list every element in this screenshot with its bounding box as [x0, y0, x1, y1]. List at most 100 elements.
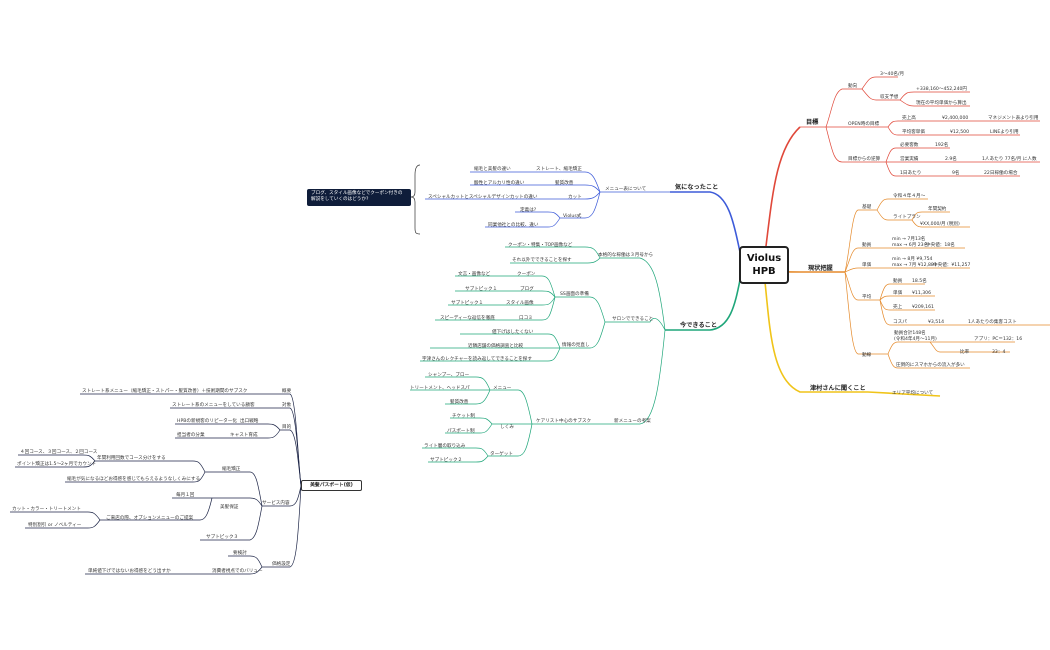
status-avg4n: 1人あたりの集客コスト [968, 318, 1017, 325]
cando-shikumi-a: チケット制 [452, 412, 475, 419]
cando-shikumi: しくみ [500, 424, 514, 430]
concern-m4: Violus式 [563, 212, 582, 219]
pass-shukumo: 縮毛矯正 [222, 465, 241, 472]
cando-info-b: 近隣店舗の価格調査と比較 [468, 342, 524, 349]
goal-need-v: 192名 [935, 141, 948, 148]
cando-coupon: クーポン [517, 270, 536, 277]
pass-overview: 概要 [282, 387, 292, 394]
ask-title: 津村さんに聞くこと [810, 384, 866, 392]
status-visit: 動員 [862, 241, 872, 248]
pass-bihatsu-a: 毎月１回 [176, 491, 195, 498]
pass-purpose: 目的 [282, 423, 292, 430]
cando-info-a: 値下げはしたくない [492, 328, 534, 335]
pass-shukumo-a2: ポイント矯正は1.5〜2ヶ月でカウント [17, 460, 96, 467]
pass-bihatsu-b: ご来店の際、オプションメニューのご提案 [106, 514, 194, 521]
goal-days-v: 2.9名 [945, 155, 957, 162]
cando-style-a: サブトピック１ [451, 299, 483, 306]
cando-menu-a: シャンプー、ブロー [428, 371, 470, 378]
goal-title: 目標 [806, 118, 819, 126]
goal-unit-v: ¥12,500 [950, 129, 969, 135]
status-visit-a: min → 7月13名 [892, 235, 925, 242]
goal-days: 営業実績 [900, 155, 919, 162]
goal-trend-b: 収支予想 [880, 93, 899, 100]
goal-unit-n: LINEより引用 [990, 128, 1019, 135]
concern-m4a: 定義は? [520, 206, 537, 213]
concern-m3a: スペシャルカットとスペシャルデザインカットの違い [428, 193, 538, 200]
status-avg4: コスパ [893, 319, 907, 325]
concern-m2a: 酸性とアルカリ性の違い [474, 179, 525, 186]
cando-salon: サロンでできること [612, 315, 653, 322]
cando-ss: SS画面の準備 [560, 290, 589, 297]
status-trend: 動線 [862, 351, 872, 358]
cando-shikumi-b: パスポート制 [447, 427, 475, 434]
status-title: 現状把握 [808, 264, 834, 272]
passport-node[interactable]: 美髪パスポート(仮) [301, 480, 362, 491]
pass-bihatsu: 美髪保証 [220, 503, 239, 510]
status-plan-b: ¥XX,000/月 (税別) [920, 220, 960, 227]
ask-item: エリア平均について [892, 389, 934, 396]
status-avg3v: ¥209,161 [912, 304, 934, 310]
cando-honkaku: 本格的な稼働は３月号から [598, 251, 653, 258]
goal-trend-a: 3〜40名/月 [880, 70, 904, 77]
pass-purpose-b: 担当者の分業 [177, 431, 205, 438]
cando-style: スタイル画像 [506, 299, 534, 306]
status-avg1: 動員 [893, 277, 903, 284]
status-trend-d: 比率 [960, 348, 970, 355]
cando-kuchi: 口コミ [519, 315, 533, 321]
concern-m3: カット [568, 194, 582, 200]
goal-perday-n: 22日稼働の場合 [984, 169, 1018, 176]
status-trend-c: アプリ：PC＝132：16 [974, 336, 1022, 342]
cando-target: ターゲット [490, 450, 513, 457]
status-price-a: min → 8月 ¥9,754 [892, 256, 933, 262]
pass-purpose-a: HPBの新規客のリピーター化 [177, 417, 237, 424]
pass-overview-a: ストレート系メニュー（縮毛矯正・ストパー・髪質改善）＋技術期間のサブスク [82, 387, 247, 394]
cando-newmenu: 新メニューの考案 [614, 417, 651, 424]
goal-sales: 売上高 [902, 114, 916, 121]
cando-target-b: サブトピック２ [430, 456, 462, 463]
goal-trend: 動向 [848, 82, 858, 89]
pass-price-a: 要検討 [233, 549, 247, 556]
status-visit-b: max → 6月 23名 [892, 241, 928, 248]
concern-menu: メニュー表について [605, 185, 647, 192]
concern-m4b: 同業他社との比較、違い [488, 221, 539, 228]
cando-title: 今できること [679, 321, 717, 329]
cando-info: 情報の見直し [562, 341, 590, 348]
goal-need: 必要客数 [900, 141, 919, 148]
cando-h2: それ以外でできることを探す [512, 256, 572, 263]
root-line1: Violus [746, 253, 782, 264]
pass-price-b1: 単純値下げではないお得感をどう出すか [88, 567, 171, 574]
status-trend-e: 33：4 [992, 349, 1005, 355]
goal-unit: 平均客単価 [902, 128, 925, 135]
goal-sales-v: ¥2,400,000 [942, 115, 968, 121]
goal-trend-b1: +338,160〜452,240円 [916, 86, 967, 92]
goal-sales-n: マネジメント表より引用 [988, 114, 1039, 121]
root-line2: HPB [752, 266, 776, 277]
note-callout[interactable]: ブログ、スタイル画像などでクーポン付きの解説をしていくのはどうか? [307, 189, 411, 206]
status-avg1v: 18.5名 [912, 277, 927, 284]
goal-perday-v: 9名 [952, 169, 960, 176]
cando-blog: ブログ [520, 285, 534, 292]
status-plan: ライトプラン [893, 214, 921, 220]
pass-sub3: サブトピック３ [206, 533, 238, 540]
cando-info-c: 宇津さんのレクチャーを読み返してできることを探す [422, 355, 532, 362]
goal-days-n: 1人あたり 77名/月 に人数 [982, 155, 1037, 162]
cando-care: ケアリスト中心のサブスク [536, 417, 591, 424]
status-plan-a: 年間契約 [928, 205, 947, 212]
root-node[interactable]: Violus HPB [739, 246, 789, 284]
goal-calc: 目標からの逆算 [848, 155, 881, 162]
concern-m2: 髪質改善 [555, 179, 574, 186]
pass-bihatsu-b1: カット・カラー・トリートメント [12, 506, 81, 512]
pass-purpose-a2: 出口戦略 [240, 417, 259, 424]
status-avg: 平均 [862, 293, 872, 300]
pass-service: サービス内容 [262, 499, 290, 506]
pass-price: 価格設定 [272, 560, 291, 567]
goal-trend-b2: 現在の平均単価から算出 [916, 99, 967, 106]
status-avg2v: ¥11,306 [912, 290, 931, 296]
concern-title: 気になったこと [675, 183, 718, 191]
status-visit-c: 中央値：18名 [926, 241, 955, 248]
goal-perday: 1日あたり [900, 170, 921, 176]
status-avg2: 単価 [893, 289, 903, 296]
cando-coupon-a: 文言・画像など [458, 270, 491, 277]
status-avg3: 売上 [893, 303, 903, 310]
